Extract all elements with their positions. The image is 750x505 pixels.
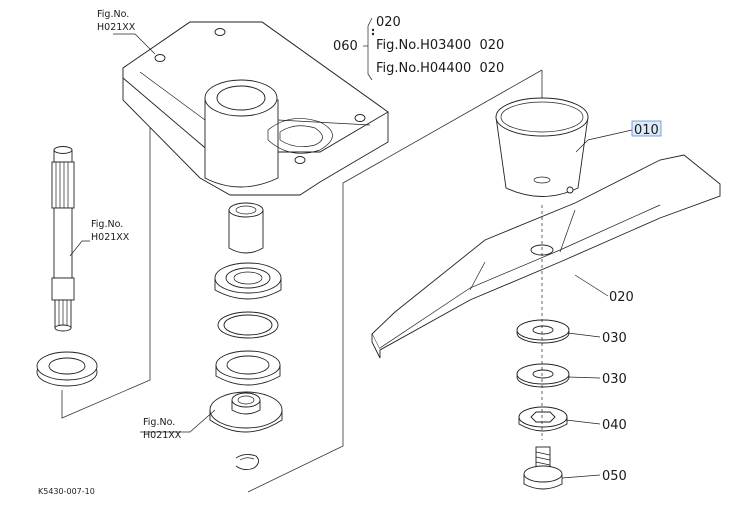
spacer-collar: [228, 202, 264, 254]
shaft-seal: [36, 351, 98, 387]
part-label-020[interactable]: 020: [609, 290, 634, 305]
figure-code: K5430-007-10: [38, 487, 95, 496]
circlip: [235, 453, 259, 471]
ref-label-bottom[interactable]: Fig.No. H021XX: [143, 417, 182, 441]
washer-040: [518, 406, 568, 432]
washer-030-lower: [516, 363, 570, 388]
lower-bearing: [215, 350, 281, 386]
ref-label-bottom-line1: Fig.No.: [143, 417, 175, 428]
ref-label-top-line1: Fig.No.: [97, 9, 129, 20]
group-dot: [371, 28, 375, 32]
snap-ring: [217, 311, 279, 339]
ref-label-top[interactable]: Fig.No. H021XX: [97, 9, 136, 33]
part-010-highlight: [631, 120, 662, 137]
leader-lines: [69, 17, 633, 479]
washer-030-upper: [516, 319, 570, 344]
group-member-h04400[interactable]: Fig.No.H04400 020: [376, 61, 504, 76]
ref-label-bottom-line2: H021XX: [143, 430, 182, 441]
drive-shaft: [51, 146, 75, 332]
blade-cup-010: [495, 97, 589, 197]
part-label-030-lower[interactable]: 030: [602, 372, 627, 387]
part-label-040[interactable]: 040: [602, 418, 627, 433]
ref-label-shaft[interactable]: Fig.No. H021XX: [91, 219, 130, 243]
part-label-030-upper[interactable]: 030: [602, 331, 627, 346]
ref-label-shaft-line2: H021XX: [91, 232, 130, 243]
ref-label-shaft-line1: Fig.No.: [91, 219, 123, 230]
ball-bearing: [214, 262, 282, 300]
group-member-h03400[interactable]: Fig.No.H03400 020: [376, 38, 504, 53]
gear-case-housing: [122, 21, 389, 196]
group-number-060[interactable]: 060: [333, 39, 358, 54]
group-member-020[interactable]: 020: [376, 15, 401, 30]
part-label-050[interactable]: 050: [602, 469, 627, 484]
blade-bolt-050: [523, 446, 563, 490]
mower-blade-020: [371, 154, 721, 359]
part-label-010[interactable]: 010: [634, 123, 659, 138]
ref-label-top-line2: H021XX: [97, 22, 136, 33]
blade-holder-hub: [209, 391, 283, 433]
group-dot: [371, 32, 375, 36]
